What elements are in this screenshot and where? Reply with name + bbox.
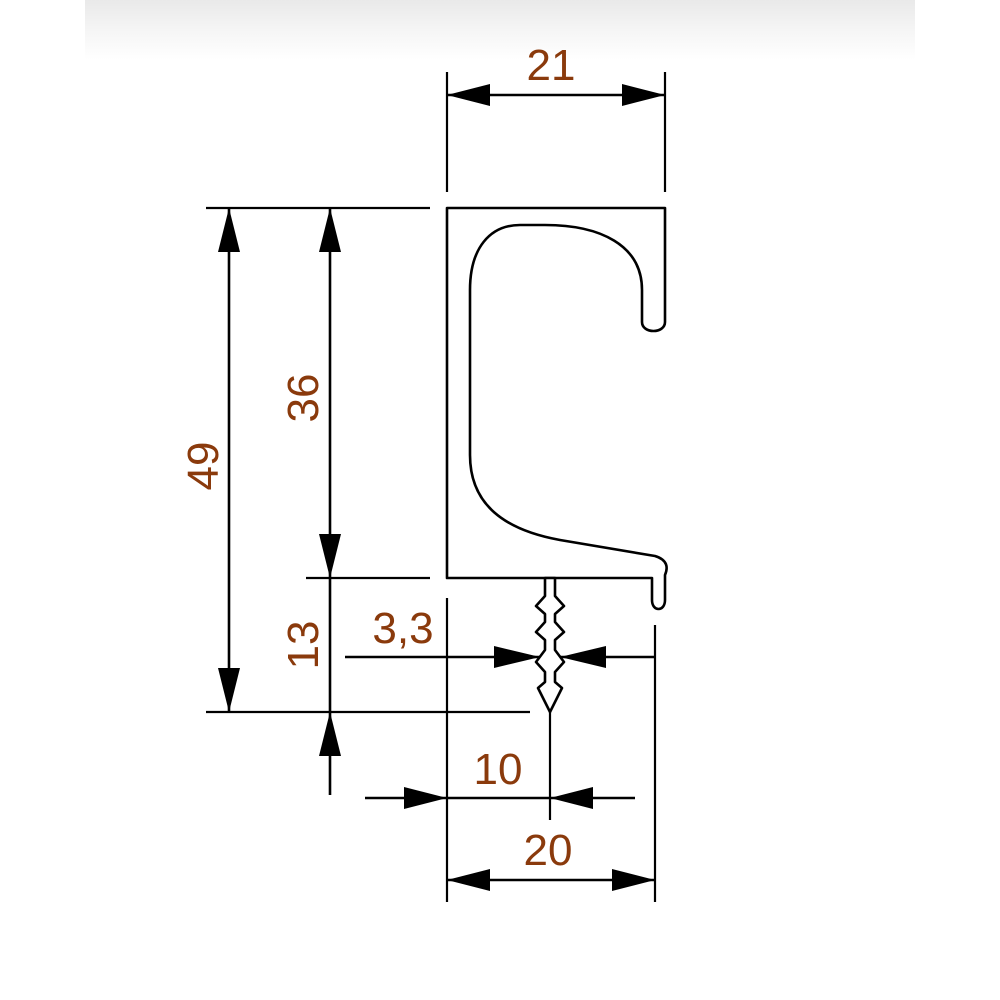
arrow-36-top: [319, 208, 341, 252]
label-21: 21: [527, 41, 576, 90]
label-10: 10: [474, 745, 523, 794]
label-13: 13: [279, 621, 328, 670]
arrow-13-top: [319, 712, 341, 756]
barbed-tongue: [534, 576, 566, 714]
arrow-10-left: [404, 787, 447, 809]
profile-outline: [445, 206, 668, 611]
arrow-36-bottom: [319, 534, 341, 578]
label-49: 49: [179, 442, 228, 491]
label-36: 36: [279, 374, 328, 423]
arrow-49-top: [218, 208, 240, 252]
top-shade: [85, 0, 915, 60]
arrow-10-right: [550, 787, 593, 809]
arrow-3-3-right: [560, 646, 606, 668]
arrow-49-bottom: [218, 668, 240, 712]
arrow-21-right: [622, 84, 665, 106]
label-20: 20: [524, 826, 573, 875]
label-3-3: 3,3: [372, 604, 433, 653]
arrow-3-3-left: [494, 646, 540, 668]
arrow-21-left: [447, 84, 490, 106]
arrow-20-right: [612, 869, 655, 891]
arrow-20-left: [447, 869, 490, 891]
